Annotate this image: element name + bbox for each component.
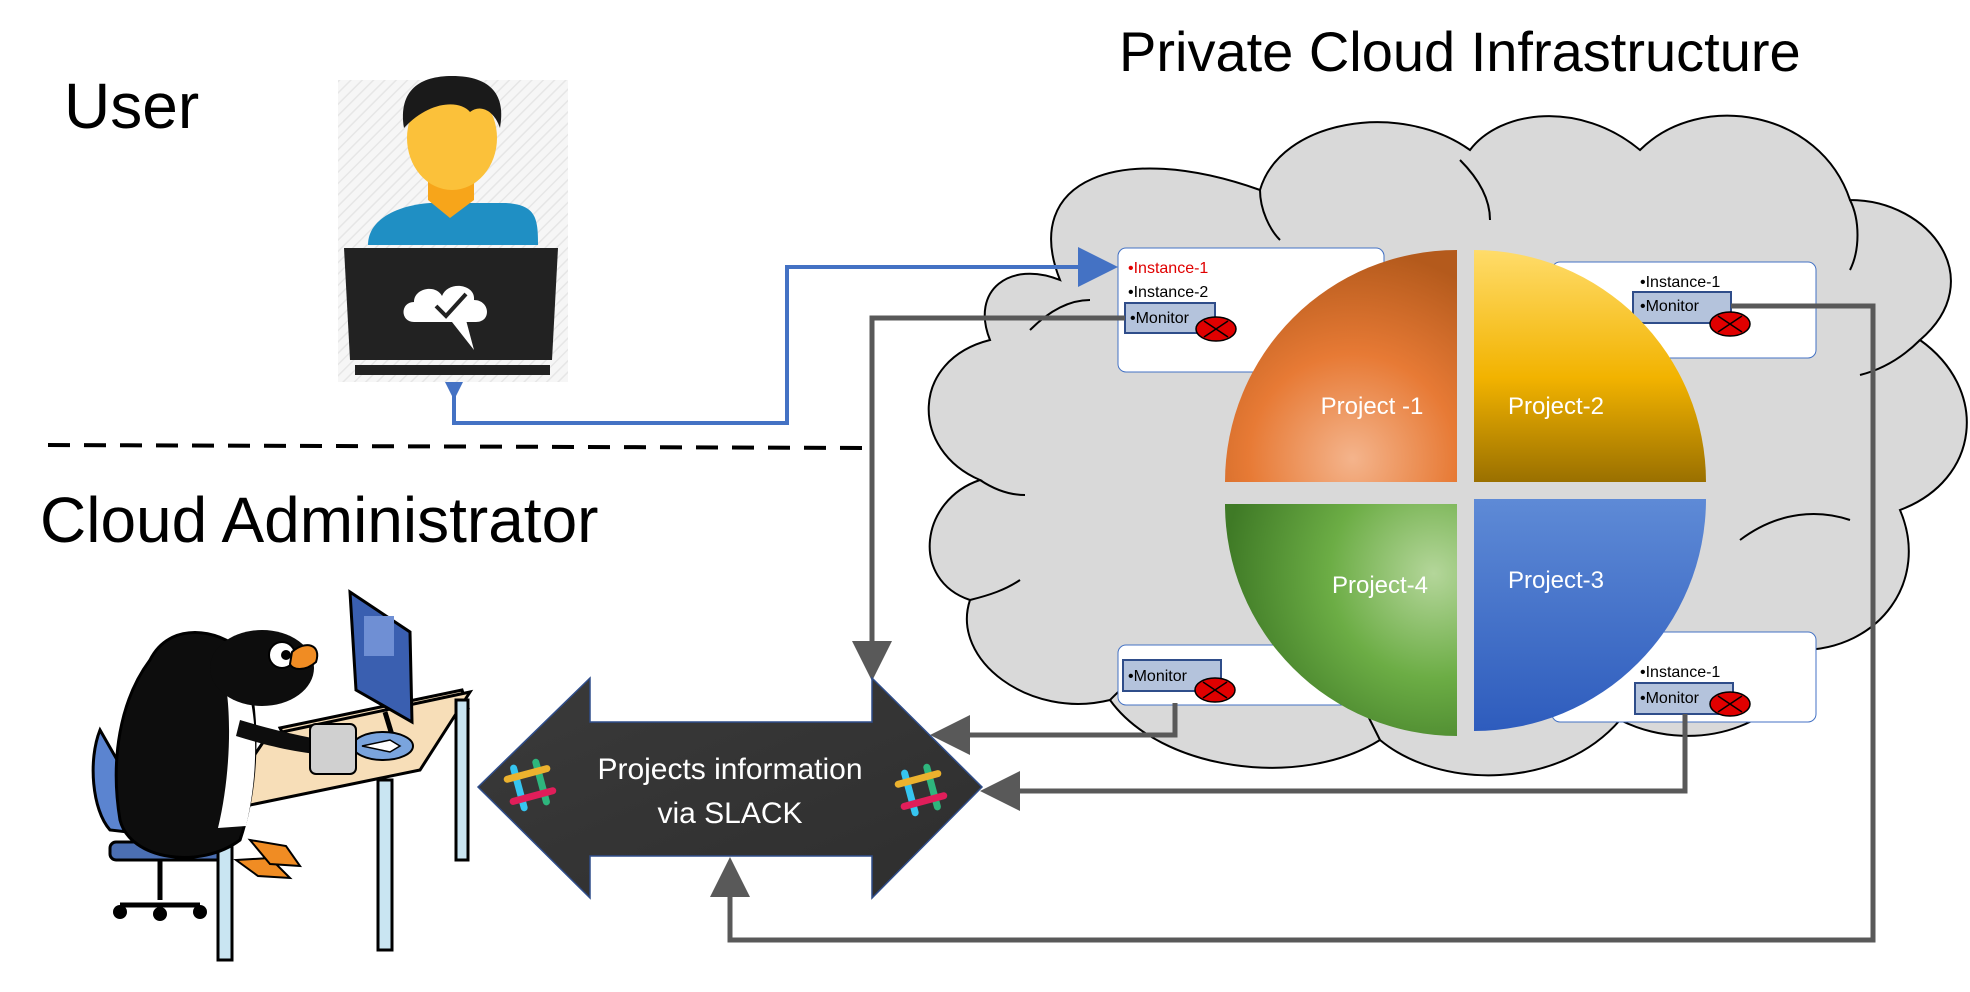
project3-instance-1: •Instance-1 <box>1640 664 1720 681</box>
slack-icon <box>503 758 557 812</box>
user-laptop-illustration <box>338 76 568 382</box>
project1-monitor-label: •Monitor <box>1130 310 1190 327</box>
project2-instance-1: •Instance-1 <box>1640 274 1720 291</box>
project1-label: Project -1 <box>1321 393 1424 420</box>
project2-monitor-arrow <box>710 303 1876 943</box>
project1-instance-1: •Instance-1 <box>1128 260 1208 277</box>
project4-monitor-arrow <box>930 703 1178 755</box>
project3-monitor-arrow <box>980 714 1688 811</box>
project3-wedge <box>1474 499 1706 731</box>
project1-monitor-arrow <box>852 315 1125 681</box>
stop-icon <box>1195 316 1237 342</box>
slack-banner: Projects information via SLACK <box>476 676 984 900</box>
slack-banner-line2: via SLACK <box>657 797 802 830</box>
slack-icon <box>894 763 948 817</box>
cloud-check-icon <box>403 285 488 350</box>
project1-wedge <box>1225 250 1457 482</box>
user-access-arrow <box>434 247 1118 425</box>
stop-icon <box>1709 311 1751 337</box>
role-separator <box>47 443 863 450</box>
project1-instance-2: •Instance-2 <box>1128 284 1208 301</box>
admin-penguin-illustration <box>91 589 474 962</box>
private-cloud-title: Private Cloud Infrastructure <box>1119 20 1801 83</box>
project2-wedge <box>1474 250 1706 482</box>
project2-label: Project-2 <box>1508 393 1604 420</box>
project3-monitor-label: •Monitor <box>1640 690 1700 707</box>
cloud-administrator-title: Cloud Administrator <box>40 484 599 556</box>
stop-icon <box>1709 691 1751 717</box>
stop-icon <box>1194 677 1236 703</box>
user-title: User <box>64 70 200 142</box>
project4-monitor-label: •Monitor <box>1128 668 1188 685</box>
slack-banner-line1: Projects information <box>597 753 862 786</box>
project2-monitor-label: •Monitor <box>1640 298 1700 315</box>
project4-wedge <box>1225 504 1457 736</box>
project4-label: Project-4 <box>1332 572 1428 599</box>
projects-pie: Project -1 Project-2 Project-3 Project-4 <box>1225 250 1706 736</box>
project3-label: Project-3 <box>1508 567 1604 594</box>
